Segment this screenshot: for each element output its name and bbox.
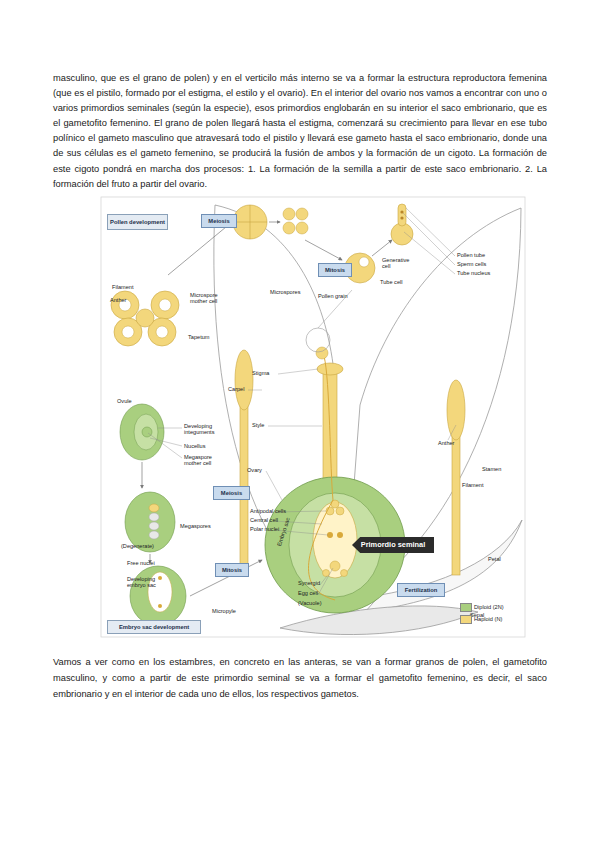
part-label: Megaspore mother cell	[184, 454, 220, 467]
node-text: Fertilization	[405, 587, 438, 594]
callout-banner: Primordio seminal	[352, 537, 434, 553]
part-label: Microspores	[270, 289, 300, 295]
part-label: Filament	[112, 284, 133, 290]
section-box: Pollen development	[107, 214, 168, 230]
part-label: (Degenerate)	[121, 543, 154, 549]
part-label: Developing integuments	[184, 423, 220, 436]
part-label: Tube cell	[380, 279, 403, 285]
part-label: Pollen grain	[318, 293, 348, 299]
legend-swatch	[460, 615, 472, 624]
part-label: Stigma	[252, 370, 269, 376]
part-label: Stamen	[482, 466, 501, 472]
process-box: Mitosis	[318, 263, 352, 277]
node-text: Embryo sac development	[119, 624, 189, 631]
node-text: Mitosis	[325, 267, 345, 274]
part-label: Filament	[462, 482, 483, 488]
process-box: Fertilization	[397, 583, 445, 597]
process-box: Mitosis	[215, 563, 249, 577]
part-label: Polar nuclei	[250, 526, 279, 532]
part-label: Developing embryo sac	[127, 576, 163, 589]
part-label: Central cell	[250, 517, 278, 523]
node-text: Meiosis	[221, 490, 242, 497]
part-label: Free nuclei	[127, 560, 155, 566]
part-label: Micropyle	[212, 608, 236, 614]
part-label: Carpel	[228, 386, 244, 392]
node-text: Primordio seminal	[361, 542, 425, 549]
body-paragraph: masculino, que es el grano de polen) y e…	[53, 71, 547, 192]
part-label: Tube nucleus	[457, 270, 490, 276]
part-label: Anther	[438, 440, 454, 446]
legend-swatch	[460, 603, 472, 612]
process-box: Meiosis	[201, 214, 237, 228]
part-label: Egg cell	[298, 590, 318, 596]
part-label: (Vacuole)	[298, 600, 322, 606]
node-text: Mitosis	[222, 567, 242, 574]
part-label: Megaspores	[180, 523, 211, 529]
legend-text: Diploid (2N)	[474, 604, 504, 610]
part-label: Microspore mother cell	[190, 292, 226, 305]
node-text: Pollen development	[110, 219, 165, 226]
part-label: Ovule	[117, 398, 132, 404]
part-label: Pollen tube	[457, 252, 485, 258]
part-label: Style	[252, 422, 264, 428]
part-label: Petal	[488, 556, 501, 562]
node-text: Meiosis	[208, 218, 229, 225]
part-label: Anther	[110, 297, 126, 303]
process-box: Meiosis	[213, 486, 250, 500]
part-label: Tapetum	[188, 334, 209, 340]
part-label: Nucellus	[184, 443, 205, 449]
section-box: Embryo sac development	[107, 620, 201, 634]
part-label: Ovary	[247, 467, 262, 473]
part-label: Synergid	[298, 580, 320, 586]
part-label: Antipodal cells	[250, 508, 286, 514]
body-paragraph: Vamos a ver como en los estambres, en co…	[53, 654, 547, 702]
legend-text: Haploid (N)	[474, 616, 502, 622]
part-label: Sperm cells	[457, 261, 486, 267]
part-label: Generative cell	[382, 257, 410, 270]
